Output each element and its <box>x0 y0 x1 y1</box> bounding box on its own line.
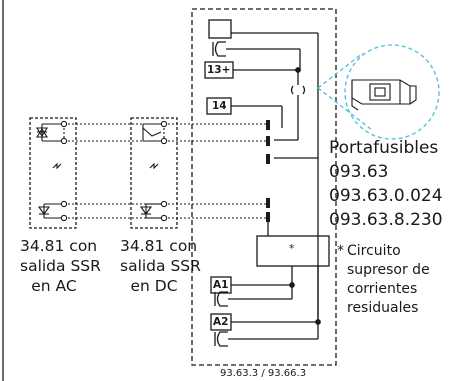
coil-symbol-a2 <box>214 322 319 347</box>
dc-module-caption: 34.81 con salida SSR en DC <box>120 236 201 296</box>
figure-caption: 93.63.3 / 93.66.3 <box>220 368 307 379</box>
ac-caption-line-2: salida SSR <box>20 257 101 275</box>
fuse-callout-circle <box>344 44 440 140</box>
terminal-13-label: 13+ <box>207 64 231 76</box>
ac-module-box <box>29 117 77 229</box>
footnote-block: Circuito supresor de corrientes residual… <box>347 242 430 318</box>
dc-module-internals <box>139 120 168 222</box>
ac-caption-line-3: en AC <box>31 277 77 295</box>
terminal-14-label: 14 <box>212 100 227 112</box>
dc-caption-line-3: en DC <box>130 277 178 295</box>
ac-module-caption: 34.81 con salida SSR en AC <box>20 236 101 296</box>
coil-symbol-a1 <box>214 291 293 307</box>
terminal-a1-label: A1 <box>213 279 229 291</box>
module-enclosure <box>191 8 337 366</box>
footnote-line-4: residuales <box>347 300 419 316</box>
fuse-holder-drawing <box>351 79 417 111</box>
portafusibles-code-3: 093.63.8.230 <box>329 210 443 230</box>
portafusibles-code-1: 093.63 <box>329 162 389 182</box>
footnote-line-3: corrientes <box>347 281 418 297</box>
footnote-mark: * <box>337 243 344 259</box>
suppressor-box <box>256 235 330 267</box>
portafusibles-title: Portafusibles <box>329 138 439 158</box>
portafusibles-block: Portafusibles 093.63 093.63.0.024 093.63… <box>329 138 443 231</box>
dc-module-box <box>130 117 178 229</box>
ac-module-internals <box>36 120 68 222</box>
dc-caption-line-2: salida SSR <box>120 257 201 275</box>
terminal-top <box>208 19 232 39</box>
terminal-a2-label: A2 <box>213 316 229 328</box>
suppressor-star: * <box>289 243 295 255</box>
footnote-line-1: Circuito <box>347 243 401 259</box>
ac-caption-line-1: 34.81 con <box>20 237 98 255</box>
footnote-line-2: supresor de <box>347 262 430 278</box>
dc-caption-line-1: 34.81 con <box>120 237 198 255</box>
portafusibles-code-2: 093.63.0.024 <box>329 186 443 206</box>
coil-symbol-top <box>212 41 300 57</box>
